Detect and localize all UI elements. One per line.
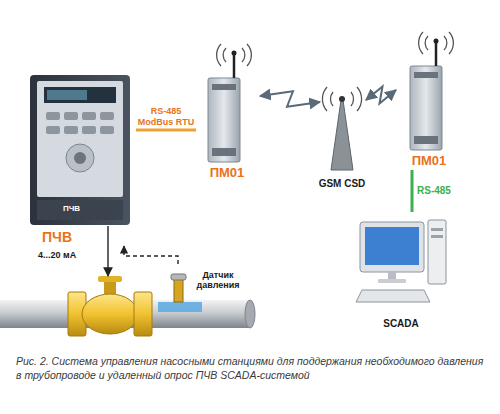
pump-valve [68, 276, 152, 336]
modem-unit: ПМ01 [196, 60, 258, 182]
gsm-tower [322, 87, 361, 170]
rs485-link [411, 170, 414, 212]
control-wire [107, 226, 108, 276]
connector-label: RS-485 ModBus RTU [134, 106, 198, 127]
node-label: GSM CSD [319, 178, 366, 190]
figure-caption: Рис. 2. Система управления насосными ста… [16, 354, 484, 382]
node-label: ПМ01 [412, 154, 447, 169]
converter-unit: ПЧВ [28, 72, 136, 246]
scada-station: SCADA [352, 212, 450, 330]
node-label: ПЧВ [42, 229, 72, 245]
modem-unit: ПМ01 [398, 48, 460, 170]
node-label: SCADA [383, 318, 419, 330]
frequency-converter [30, 75, 130, 225]
device-face-text: ПЧВ [63, 204, 80, 213]
node-label: ПМ01 [210, 166, 245, 181]
pressure-sensor [171, 274, 186, 302]
connector-label: RS-485 [417, 185, 451, 197]
sensor-signal [124, 246, 178, 264]
gsm-modem [410, 32, 453, 150]
radio-link [366, 87, 396, 104]
node-label: Датчик давления [188, 270, 248, 291]
scada-computer [356, 220, 446, 302]
gsm-station: GSM CSD [306, 88, 378, 190]
rs485-link [136, 129, 196, 132]
pressure-sensor-box: Датчик давления [166, 264, 250, 296]
signal-label: 4...20 мА [38, 250, 76, 260]
radio-link [260, 91, 320, 106]
gsm-modem [208, 44, 251, 162]
